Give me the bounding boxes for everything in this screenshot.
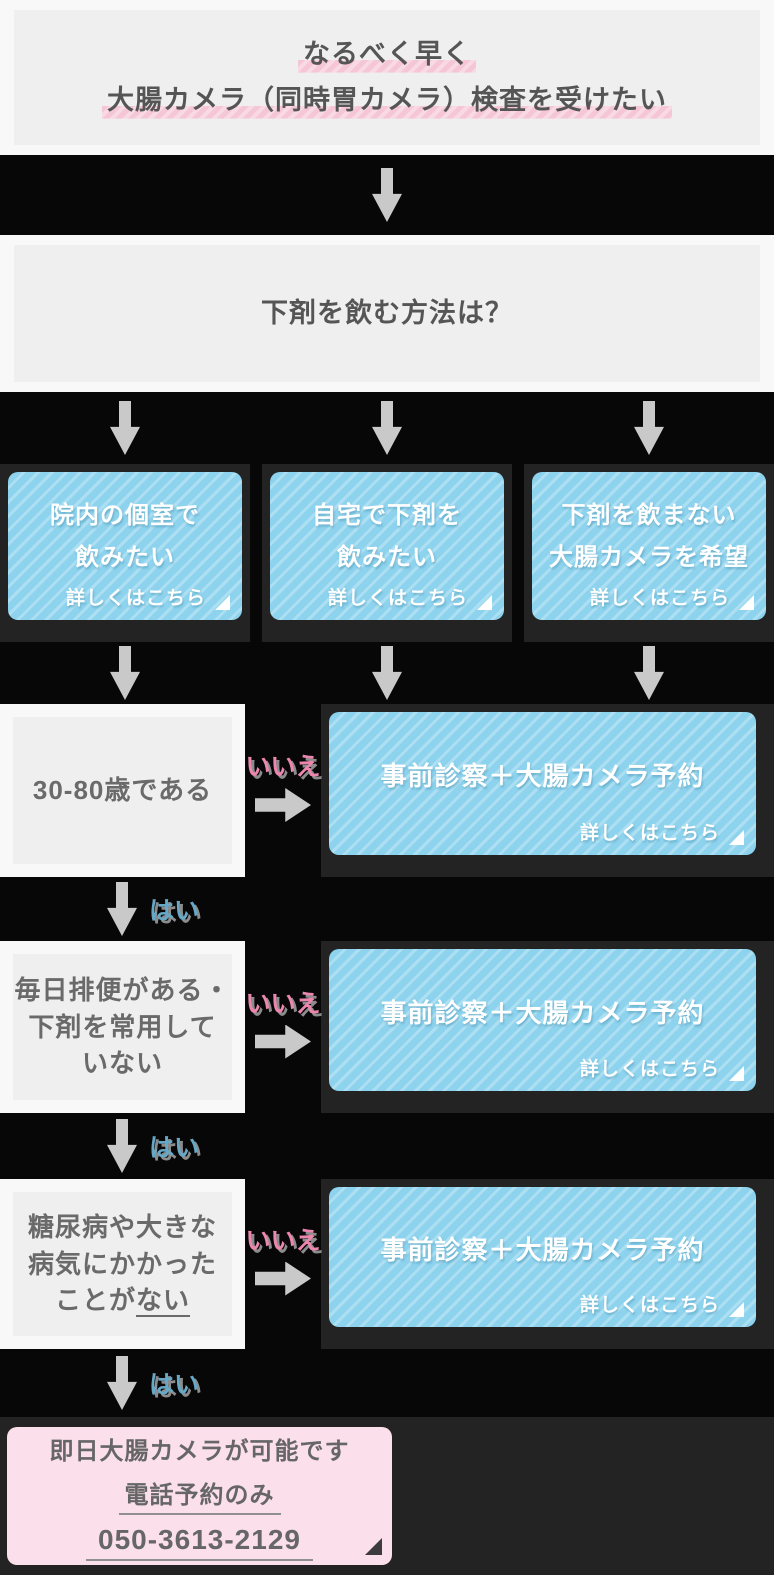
check-line: いない: [81, 1048, 163, 1079]
option-line2: 飲みたい: [337, 543, 437, 571]
down-arrow-icon: [372, 401, 402, 455]
down-arrow-icon: [372, 646, 402, 700]
check-line: 30-80歳である: [32, 775, 213, 806]
link-triangle-icon: [729, 1302, 744, 1317]
check-box-age: 30-80歳である: [0, 704, 245, 877]
link-triangle-icon: [729, 830, 744, 845]
result-title: 事前診察＋大腸カメラ予約: [380, 997, 705, 1028]
down-arrow-icon: [634, 401, 664, 455]
check-box-disease: 糖尿病や大きな 病気にかかった ことがない: [0, 1179, 245, 1349]
start-line2: 大腸カメラ（同時胃カメラ）検査を受けたい: [102, 84, 672, 120]
yes-label: はい: [149, 897, 200, 925]
no-label: いいえ: [245, 753, 321, 781]
check-box-bowel: 毎日排便がある・ 下剤を常用して いない: [0, 941, 245, 1113]
details-link-label: 詳しくはこちら: [65, 588, 206, 609]
option-line1: 下剤を飲まない: [561, 501, 737, 529]
gap-before-options: [0, 392, 774, 464]
underlined-text: ない: [136, 1285, 191, 1316]
check-line: 糖尿病や大きな: [27, 1211, 217, 1242]
details-link-label: 詳しくはこちら: [327, 588, 468, 609]
result-title: 事前診察＋大腸カメラ予約: [380, 1234, 705, 1265]
no-connector: いいえ: [245, 698, 321, 871]
start-line1: なるべく早く: [298, 38, 476, 74]
phone-number[interactable]: 050-3613-2129: [86, 1524, 313, 1561]
no-label: いいえ: [245, 989, 321, 1018]
option-card-in-clinic[interactable]: 院内の個室で 飲みたい 詳しくはこちら: [8, 472, 242, 620]
down-arrow-icon: [110, 401, 140, 455]
question-section: 下剤を飲む方法は？: [0, 235, 774, 392]
final-line2: 電話予約のみ: [118, 1475, 281, 1515]
yes-gap: はい: [0, 877, 774, 941]
start-section: なるべく早く 大腸カメラ（同時胃カメラ）検査を受けたい: [0, 0, 774, 155]
no-label: いいえ: [245, 1226, 321, 1255]
same-day-phone-card[interactable]: 即日大腸カメラが可能です 電話予約のみ 050-3613-2129: [7, 1427, 392, 1565]
result-panel: 事前診察＋大腸カメラ予約 詳しくはこちら: [321, 704, 774, 877]
result-title: 事前診察＋大腸カメラ予約: [380, 761, 705, 791]
link-triangle-icon: [215, 595, 230, 610]
option-card-no-laxative[interactable]: 下剤を飲まない 大腸カメラを希望 詳しくはこちら: [532, 472, 766, 620]
result-panel: 事前診察＋大腸カメラ予約 詳しくはこちら: [321, 1179, 774, 1349]
link-triangle-icon: [729, 1066, 744, 1081]
right-arrow-icon: [255, 1261, 311, 1296]
gap-after-options: [0, 642, 774, 704]
gap-after-start: [0, 155, 774, 235]
link-triangle-icon: [739, 595, 754, 610]
right-arrow-icon: [255, 788, 311, 822]
down-arrow-icon: [107, 1356, 137, 1410]
result-card-reservation[interactable]: 事前診察＋大腸カメラ予約 詳しくはこちら: [329, 712, 756, 855]
down-arrow-icon: [110, 646, 140, 700]
corner-triangle-icon: [365, 1538, 382, 1555]
down-arrow-icon: [372, 168, 402, 222]
check-row-disease: 糖尿病や大きな 病気にかかった ことがない いいえ 事前診察＋大腸カメラ予約 詳…: [0, 1179, 774, 1349]
result-card-reservation[interactable]: 事前診察＋大腸カメラ予約 詳しくはこちら: [329, 1187, 756, 1327]
option-line1: 院内の個室で: [50, 501, 200, 529]
check-line-last: ことがない: [54, 1285, 191, 1316]
result-panel: 事前診察＋大腸カメラ予約 詳しくはこちら: [321, 941, 774, 1113]
check-row-age: 30-80歳である いいえ 事前診察＋大腸カメラ予約 詳しくはこちら: [0, 704, 774, 877]
yes-gap: はい: [0, 1113, 774, 1179]
final-line1: 即日大腸カメラが可能です: [49, 1438, 350, 1465]
link-triangle-icon: [477, 595, 492, 610]
right-arrow-icon: [255, 1024, 311, 1059]
details-link-label: 詳しくはこちら: [589, 588, 730, 609]
details-link-label: 詳しくはこちら: [579, 1059, 720, 1080]
yes-gap: はい: [0, 1349, 774, 1417]
no-connector: いいえ: [245, 1173, 321, 1343]
check-line: 病気にかかった: [27, 1248, 217, 1279]
question-text: 下剤を飲む方法は？: [261, 297, 513, 328]
option-card-at-home[interactable]: 自宅で下剤を 飲みたい 詳しくはこちら: [270, 472, 504, 620]
check-line: 毎日排便がある・: [14, 974, 231, 1005]
option-line2: 大腸カメラを希望: [549, 543, 749, 571]
option-panel: 院内の個室で 飲みたい 詳しくはこちら: [0, 464, 250, 642]
options-row: 院内の個室で 飲みたい 詳しくはこちら 自宅で下剤を 飲みたい 詳しくはこちら: [0, 464, 774, 642]
start-box: なるべく早く 大腸カメラ（同時胃カメラ）検査を受けたい: [14, 10, 760, 145]
check-row-bowel: 毎日排便がある・ 下剤を常用して いない いいえ 事前診察＋大腸カメラ予約 詳し…: [0, 941, 774, 1113]
down-arrow-icon: [107, 882, 137, 936]
option-panel: 自宅で下剤を 飲みたい 詳しくはこちら: [262, 464, 512, 642]
down-arrow-icon: [107, 1119, 137, 1173]
down-arrow-icon: [634, 646, 664, 700]
details-link-label: 詳しくはこちら: [579, 823, 720, 844]
option-line1: 自宅で下剤を: [312, 501, 462, 529]
result-card-reservation[interactable]: 事前診察＋大腸カメラ予約 詳しくはこちら: [329, 949, 756, 1091]
yes-label: はい: [149, 1134, 200, 1162]
option-panel: 下剤を飲まない 大腸カメラを希望 詳しくはこちら: [524, 464, 774, 642]
option-line2: 飲みたい: [75, 543, 175, 571]
no-connector: いいえ: [245, 935, 321, 1107]
final-section: 即日大腸カメラが可能です 電話予約のみ 050-3613-2129: [0, 1417, 774, 1575]
question-box: 下剤を飲む方法は？: [14, 245, 760, 382]
check-line: 下剤を常用して: [28, 1011, 217, 1042]
details-link-label: 詳しくはこちら: [579, 1295, 720, 1316]
yes-label: はい: [149, 1371, 200, 1399]
